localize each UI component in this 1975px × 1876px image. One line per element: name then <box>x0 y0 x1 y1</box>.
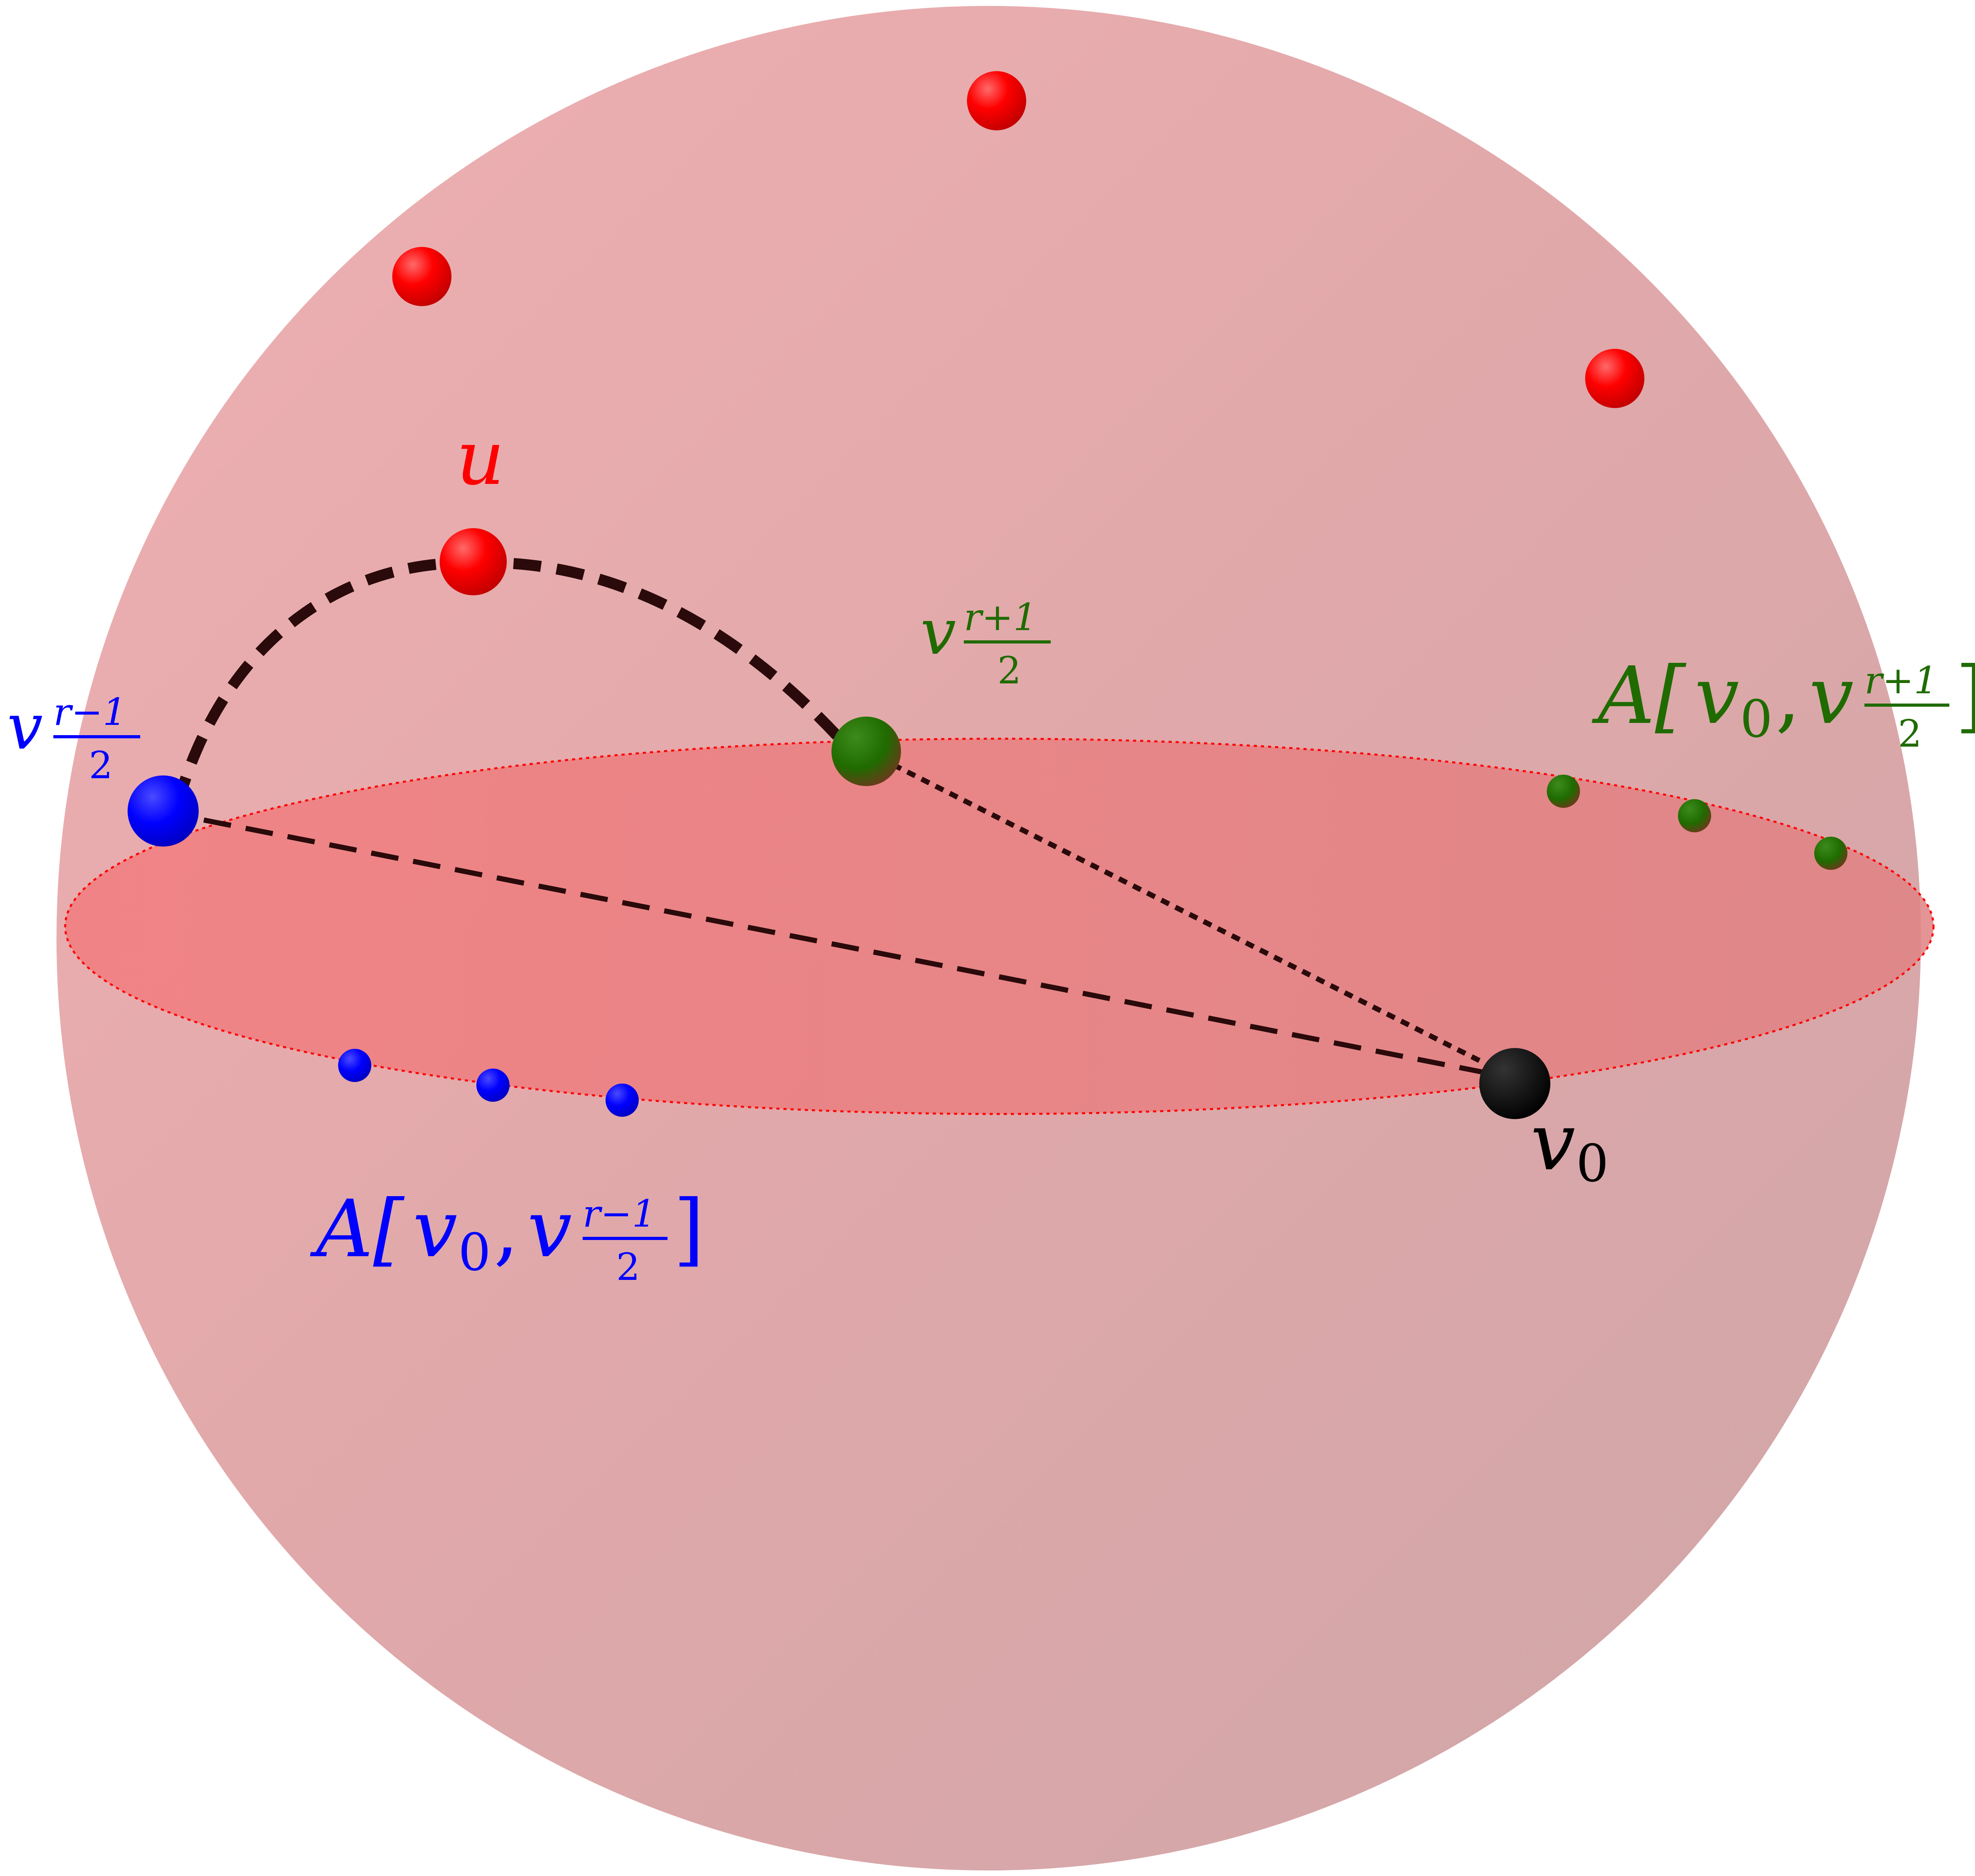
red-point <box>967 71 1026 130</box>
svg-text:v: v <box>1809 650 1854 742</box>
red-point <box>1585 349 1644 408</box>
path-v-left-to-v0 <box>161 809 1516 1081</box>
label-v-top: v r+1 2 <box>920 595 1051 692</box>
svg-text:v: v <box>1695 650 1739 742</box>
svg-text:v: v <box>7 690 43 764</box>
path-v-top-to-v0 <box>864 748 1516 1081</box>
green-point <box>1678 799 1711 832</box>
vertex-v0 <box>1479 1048 1550 1119</box>
svg-text:r−1: r−1 <box>53 691 126 734</box>
svg-text:2: 2 <box>1898 712 1922 756</box>
svg-text:v: v <box>527 1183 572 1275</box>
svg-text:A[: A[ <box>1591 650 1686 742</box>
label-set-green: A[ v 0 , v r+1 2 ] <box>1591 650 1975 756</box>
path-u-to-v-top <box>470 557 850 749</box>
svg-text:v: v <box>413 1183 457 1275</box>
svg-text:0: 0 <box>1576 1133 1609 1193</box>
svg-text:,: , <box>1776 650 1801 742</box>
green-point <box>1547 775 1580 808</box>
blue-point <box>338 1049 371 1082</box>
svg-text:0: 0 <box>458 1222 491 1282</box>
svg-text:r+1: r+1 <box>1864 659 1937 702</box>
path-v-left-to-u <box>172 557 470 805</box>
vertex-v-top <box>831 717 901 786</box>
blue-point <box>476 1069 510 1102</box>
label-v-left: v r−1 2 <box>7 690 140 787</box>
vertex-u <box>440 528 507 595</box>
blue-point <box>606 1084 639 1117</box>
equator-disc <box>64 738 1935 1115</box>
svg-text:r−1: r−1 <box>583 1192 656 1236</box>
svg-text:,: , <box>494 1183 519 1275</box>
svg-text:2: 2 <box>616 1246 640 1289</box>
green-point <box>1814 837 1847 870</box>
red-point <box>392 247 451 306</box>
label-u: u <box>456 414 504 502</box>
svg-text:r+1: r+1 <box>964 596 1037 639</box>
svg-text:0: 0 <box>1740 689 1773 749</box>
svg-text:]: ] <box>673 1183 704 1275</box>
label-v0: v 0 <box>1531 1096 1609 1193</box>
svg-text:2: 2 <box>997 649 1021 692</box>
svg-text:v: v <box>920 595 956 669</box>
svg-text:2: 2 <box>89 744 113 787</box>
svg-text:]: ] <box>1955 650 1975 742</box>
vertex-v-left <box>128 775 199 847</box>
svg-text:A[: A[ <box>310 1183 404 1275</box>
svg-text:v: v <box>1531 1096 1575 1188</box>
label-set-blue: A[ v 0 , v r−1 2 ] <box>310 1183 704 1289</box>
